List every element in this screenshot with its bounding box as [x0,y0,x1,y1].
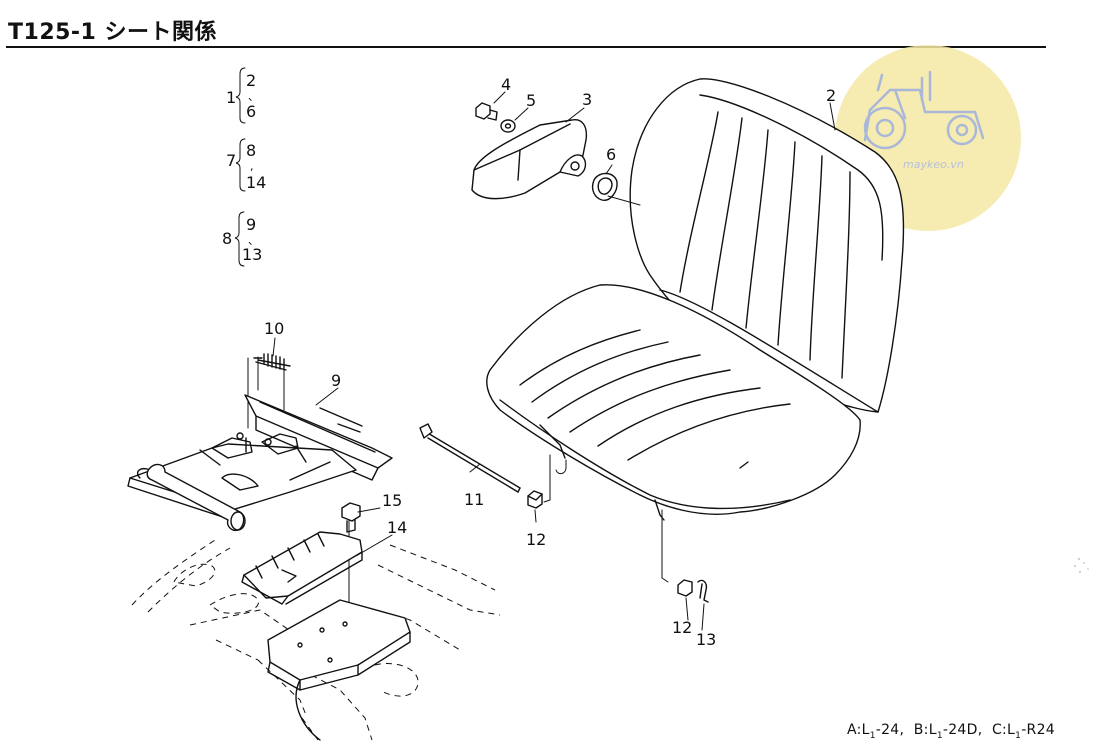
svg-text:1: 1 [226,88,236,107]
callout-10: 10 [264,319,284,338]
ring-6 [591,172,618,201]
callout-15: 15 [382,491,402,510]
svg-text:7: 7 [226,151,236,170]
callout-4: 4 [501,75,511,94]
model-applicability-note: A:L1-24, B:L1-24D, C:L1-R24 [846,722,1055,741]
bolt-15 [341,502,361,533]
group-legend-1: 1 2 、 6 [226,67,259,124]
watermark-text: maykeo.vn [903,158,964,171]
callout-2: 2 [826,86,836,105]
page-title: T125-1 シート関係 [8,20,218,45]
spring-10 [253,353,291,371]
svg-text:、: 、 [248,234,259,247]
svg-text:8: 8 [222,229,232,248]
title-rule [6,46,1046,48]
nut-12-upper [527,490,543,509]
pivot-rod-11 [419,423,521,493]
callout-9: 9 [331,371,341,390]
bracket-14 [241,531,363,605]
svg-text:2: 2 [246,71,256,90]
seat-slide-assembly [127,394,393,532]
callout-13: 13 [696,630,716,649]
svg-text:13: 13 [242,245,262,264]
group-legend-8: 8 9 、 13 [222,211,262,267]
svg-text:、: 、 [248,90,259,103]
callout-5: 5 [526,91,536,110]
seat-cushion [486,284,861,521]
callout-6: 6 [606,145,616,164]
svg-text:6: 6 [246,102,256,121]
alignment-lines [247,356,669,621]
washer-5 [500,119,516,133]
svg-text:14: 14 [246,173,266,192]
svg-text:,: , [250,160,254,173]
nut-12-lower [677,579,693,597]
armrest [471,119,588,200]
group-legend-7: 7 8 , 14 [226,138,266,192]
pin-13 [697,579,709,603]
tractor-floor-frame [131,539,501,741]
callout-labels: 2 3 4 5 6 9 10 11 12 12 13 14 15 [264,75,836,649]
callout-12-upper: 12 [526,530,546,549]
callout-11: 11 [464,490,484,509]
callout-12-lower: 12 [672,618,692,637]
bolt-4 [475,102,498,121]
svg-text:9: 9 [246,215,256,234]
scan-speckle [1073,557,1089,574]
svg-text:8: 8 [246,141,256,160]
callout-3: 3 [582,90,592,109]
leader-lines [272,91,836,631]
callout-14: 14 [387,518,407,537]
